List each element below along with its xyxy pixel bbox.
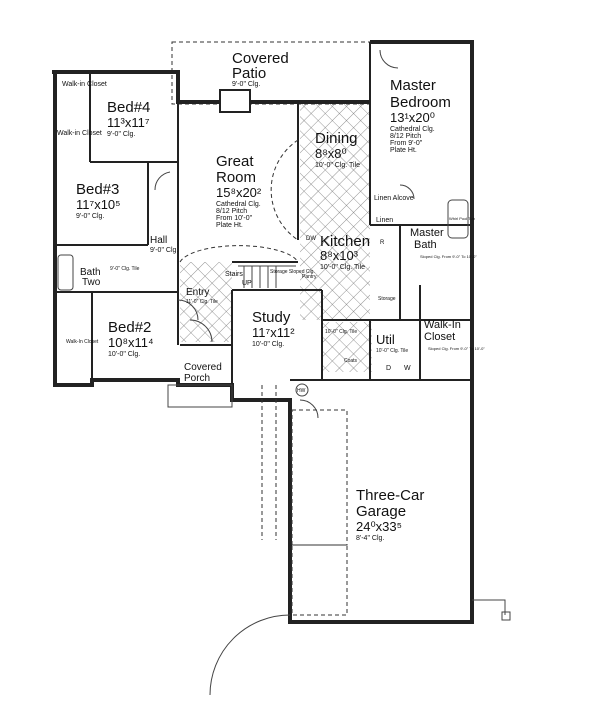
bed4-note: 9'-0" Clg. bbox=[107, 131, 135, 138]
bed3-note: 9'-0" Clg. bbox=[76, 213, 104, 220]
garage-label-2: Garage bbox=[356, 503, 406, 520]
master-bedroom-label-2: Bedroom bbox=[390, 94, 451, 111]
garage-dim: 24⁰x33⁵ bbox=[356, 519, 402, 534]
bed4-label: Bed#4 bbox=[107, 99, 150, 116]
master-bedroom-dim: 13¹x20⁰ bbox=[390, 110, 435, 125]
exterior-walls bbox=[52, 40, 474, 624]
garage-label: Three-Car bbox=[356, 487, 424, 504]
util-hall-note: 10'-0" Clg. Tile bbox=[325, 329, 357, 335]
linen-alcove-label: Linen Alcove bbox=[374, 195, 414, 202]
entry-note: 11'-0" Clg. Tile bbox=[186, 299, 218, 305]
great-room-note: Plate Ht. bbox=[216, 222, 243, 229]
dining-dim: 8⁸x8⁰ bbox=[315, 146, 347, 161]
garage-note: 8'-4" Clg. bbox=[356, 535, 384, 542]
master-bedroom-note: Cathedral Clg. bbox=[390, 126, 435, 133]
bed2-note: 10'-0" Clg. bbox=[108, 351, 140, 358]
great-room-note: From 10'-0" bbox=[216, 215, 253, 222]
patio-note: 9'-0" Clg. bbox=[232, 81, 260, 88]
master-closet-label-2: Closet bbox=[424, 331, 455, 343]
master-bedroom-note: Plate Ht. bbox=[390, 147, 417, 154]
master-bedroom-label: Master bbox=[390, 77, 436, 94]
whirlpool-tub-icon bbox=[447, 199, 469, 239]
great-room-label: Great bbox=[216, 153, 254, 170]
garage-bay-outline bbox=[291, 544, 348, 616]
study-dim: 11⁷x11² bbox=[252, 325, 295, 340]
storage-small-label: Storage bbox=[378, 296, 396, 302]
tub-label: Whirl Pool Tub bbox=[449, 216, 476, 221]
porch-label-2: Porch bbox=[184, 373, 210, 384]
dishwasher-label: DW bbox=[306, 236, 316, 242]
study-label: Study bbox=[252, 309, 291, 326]
bathtub-icon bbox=[57, 254, 74, 291]
hall-note: 9'-0" Clg. bbox=[150, 247, 178, 254]
coats-label: Coats bbox=[344, 358, 358, 364]
util-label: Util bbox=[376, 332, 395, 347]
walkway-outline bbox=[261, 385, 277, 540]
bed3-label: Bed#3 bbox=[76, 181, 119, 198]
patio-label: Covered bbox=[232, 50, 289, 67]
master-closet-label: Walk-In bbox=[424, 319, 461, 331]
entry-label: Entry bbox=[186, 287, 209, 298]
walkin-closet-3-label: Walk-in Closet bbox=[57, 130, 102, 137]
washer-label: W bbox=[404, 365, 411, 372]
dining-note: 10'-0" Clg. Tile bbox=[315, 162, 360, 169]
master-bath-label-2: Bath bbox=[414, 239, 437, 251]
bed2-dim: 10⁸x11⁴ bbox=[108, 335, 154, 350]
bed3-dim: 11⁷x10⁵ bbox=[76, 197, 121, 212]
pantry-label: Pantry bbox=[302, 274, 317, 280]
master-bedroom-note: From 9'-0" bbox=[390, 140, 423, 147]
garage-side-path bbox=[472, 599, 506, 615]
porch-steps bbox=[167, 384, 233, 408]
storage-label: Storage Sloped Clg. bbox=[270, 269, 315, 275]
bath-two-note: 9'-0" Clg. Tile bbox=[110, 266, 140, 272]
bed2-label: Bed#2 bbox=[108, 319, 151, 336]
refrigerator-label: R bbox=[380, 240, 385, 246]
stairs-label: Stairs bbox=[225, 271, 243, 278]
dining-label: Dining bbox=[315, 130, 358, 147]
post bbox=[501, 611, 511, 621]
bath-two-label: Bath bbox=[80, 267, 101, 278]
master-bath-label: Master bbox=[410, 227, 444, 239]
kitchen-dim: 8⁸x10³ bbox=[320, 248, 359, 263]
dryer-label: D bbox=[386, 365, 391, 372]
interior-walls bbox=[55, 42, 472, 400]
great-room-note: Cathedral Clg. bbox=[216, 201, 261, 208]
door-swings bbox=[154, 49, 415, 419]
study-note: 10'-0" Clg. bbox=[252, 341, 284, 348]
master-closet-note: Sloped Clg. From 9'-0" To 10'-0" bbox=[428, 346, 485, 351]
master-bath-note: Sloped Clg. From 9'-0" To 10'-0" bbox=[420, 254, 477, 259]
tile-floor-kitchen-dining bbox=[300, 100, 370, 320]
tile-floor-util-hall bbox=[322, 322, 372, 372]
walkin-closet-2-label: Walk-In Closet bbox=[66, 339, 99, 345]
tile-floor-entry bbox=[180, 262, 232, 342]
arch-openings bbox=[179, 139, 299, 263]
stairs-up-label: UP bbox=[242, 280, 252, 287]
garage-bay-outline bbox=[291, 409, 348, 546]
kitchen-note: 10'-0" Clg. Tile bbox=[320, 264, 365, 271]
hall-label: Hall bbox=[150, 235, 167, 246]
great-room-note: 8/12 Pitch bbox=[216, 208, 247, 215]
walkin-closet-4-label: Walk-in Closet bbox=[62, 81, 107, 88]
great-room-dim: 15⁸x20² bbox=[216, 185, 262, 200]
bath-two-label-2: Two bbox=[82, 277, 101, 288]
water-heater-icon bbox=[295, 383, 309, 397]
patio-label-2: Patio bbox=[232, 65, 266, 82]
util-note: 10'-0" Clg. Tile bbox=[376, 348, 408, 354]
linen-label: Linen bbox=[376, 217, 393, 224]
stairs-icon bbox=[238, 265, 296, 288]
porch-label: Covered bbox=[184, 362, 222, 373]
bed4-dim: 11³x11⁷ bbox=[107, 115, 150, 130]
master-bedroom-note: 8/12 Pitch bbox=[390, 133, 421, 140]
kitchen-label: Kitchen bbox=[320, 233, 370, 250]
driveway-curve bbox=[209, 614, 291, 696]
water-heater-label: HW bbox=[297, 388, 306, 394]
fireplace-icon bbox=[219, 89, 251, 113]
great-room-label-2: Room bbox=[216, 169, 256, 186]
